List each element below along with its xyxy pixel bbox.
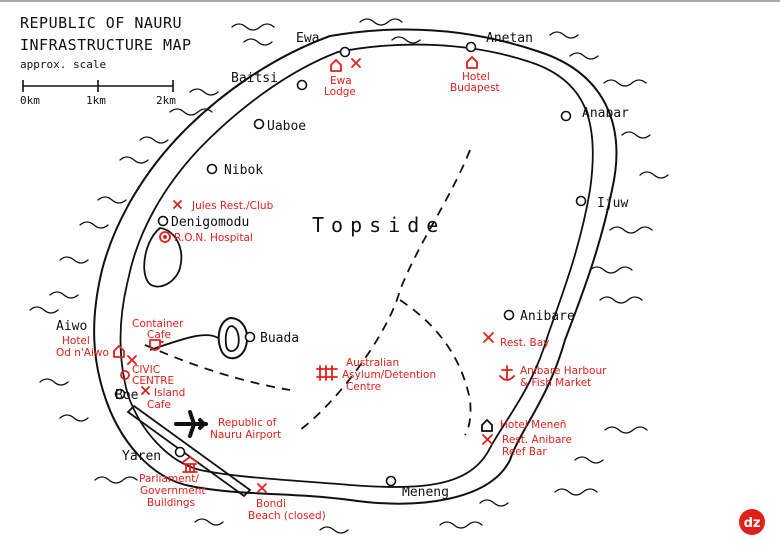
place-yaren: Yaren <box>122 449 161 464</box>
map-title-line2: INFRASTRUCTURE MAP <box>20 36 192 54</box>
government-building-icon <box>182 456 198 473</box>
restaurant-icon <box>351 58 361 68</box>
restaurant-icon <box>482 434 493 445</box>
poi-parliament: Parliament/ Government Buildings <box>139 473 209 509</box>
civic-centre-icon <box>120 370 130 380</box>
hotel-icon <box>481 418 493 432</box>
topside-road-2 <box>399 299 472 436</box>
author-badge: dz <box>739 509 765 535</box>
poi-rest-anibare: Rest. Anibare Reef Bar <box>502 434 575 458</box>
denigomodu-lagoon <box>143 227 183 288</box>
poi-airport: Republic of Nauru Airport <box>210 417 281 441</box>
poi-hospital: R.O.N. Hospital <box>174 232 253 244</box>
topside-road-3 <box>144 344 291 391</box>
scale-label: approx. scale <box>20 58 106 71</box>
place-ijuw: Ijuw <box>597 196 628 211</box>
place-anibare: Anibare <box>520 309 575 324</box>
poi-hotel-budapest: Hotel Budapest <box>450 71 500 94</box>
harbour-anchor-icon <box>499 365 515 381</box>
poi-jules: Jules Rest./Club <box>191 200 274 212</box>
village-dots <box>114 41 587 487</box>
detention-centre-icon <box>316 365 338 381</box>
scale-tick-2: 2km <box>156 94 176 107</box>
place-baitsi: Baitsi <box>231 71 278 86</box>
buada-road <box>149 334 219 351</box>
hotel-icon <box>113 345 125 358</box>
poi-detention-centre: Australian Asylum/Detention Centre <box>342 357 439 393</box>
hotel-icon <box>466 56 478 69</box>
poi-harbour: Anibare Harbour & Fish Market <box>520 365 610 389</box>
place-denigomodu: Denigomodu <box>171 215 249 230</box>
place-buada: Buada <box>260 331 299 346</box>
poi-hotel-od-n-aiwo: Hotel Od n'Aiwo <box>56 335 109 359</box>
svg-text:dz: dz <box>744 516 761 531</box>
hotel-icon <box>330 59 342 72</box>
buada-lagoon <box>217 316 248 360</box>
place-anabar: Anabar <box>582 106 629 121</box>
place-nibok: Nibok <box>224 163 263 178</box>
restaurant-icon <box>483 332 494 343</box>
topside-label: Topside <box>312 213 445 237</box>
place-boe: Boe <box>115 388 139 403</box>
restaurant-icon <box>127 355 137 365</box>
place-anetan: Anetan <box>486 31 533 46</box>
ring-road <box>119 43 594 488</box>
place-uaboe: Uaboe <box>267 119 306 134</box>
airport-runway <box>126 404 252 498</box>
poi-island-cafe: Island Cafe <box>147 387 189 411</box>
topside-road-1 <box>299 149 471 431</box>
hospital-icon <box>159 231 171 243</box>
poi-bondi-beach: Bondi Beach (closed) <box>248 498 326 522</box>
cafe-icon <box>149 339 164 351</box>
poi-hotel-menen: Hotel Meneñ <box>500 419 566 431</box>
scale-tick-1: 1km <box>86 94 106 107</box>
poi-ewa-lodge: Ewa Lodge <box>324 75 356 98</box>
ocean-waves <box>29 18 669 534</box>
coastline <box>93 28 618 505</box>
place-meneng: Meneng <box>402 485 449 500</box>
restaurant-icon <box>173 200 182 209</box>
poi-civic-centre: CIVIC CENTRE <box>132 364 174 387</box>
restaurant-icon <box>257 483 267 493</box>
poi-rest-bay: Rest. Bay <box>500 337 549 349</box>
restaurant-icon <box>141 386 150 395</box>
scale-tick-0: 0km <box>20 94 40 107</box>
place-aiwo: Aiwo <box>56 319 87 334</box>
place-ewa: Ewa <box>296 31 319 46</box>
map-title-line1: REPUBLIC OF NAURU <box>20 14 182 32</box>
poi-container-cafe: Container Cafe <box>132 318 187 341</box>
airplane-icon <box>174 410 208 438</box>
scale-bar <box>22 80 174 92</box>
